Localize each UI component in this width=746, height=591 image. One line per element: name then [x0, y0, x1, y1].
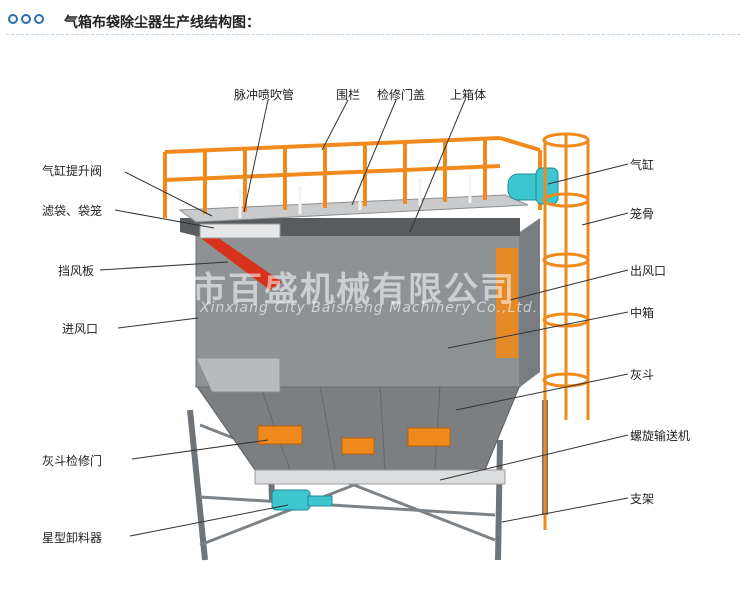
label-screw-conveyor: 螺旋输送机	[630, 429, 691, 443]
label-railing: 围栏	[336, 88, 361, 102]
leader-star-discharger	[129, 504, 289, 537]
filter-bag-area	[199, 223, 281, 239]
hopper-door	[407, 427, 451, 447]
bullet-dots-icon	[8, 14, 44, 28]
inlet-duct	[195, 357, 281, 393]
label-cylinder: 气缸	[630, 158, 655, 172]
screw-conveyor	[254, 469, 506, 485]
label-cylinder-lift-valve: 气缸提升阀	[42, 164, 103, 178]
hopper-body	[195, 384, 521, 471]
label-filter-bag: 滤袋、袋笼	[42, 204, 103, 218]
circle-icon	[8, 14, 18, 24]
label-support: 支架	[630, 492, 655, 506]
label-upper-box: 上箱体	[450, 88, 487, 102]
leader-outlet	[509, 269, 629, 301]
divider	[6, 34, 740, 35]
hopper-door	[341, 437, 375, 455]
leader-cylinder	[547, 163, 629, 185]
leader-railing	[321, 99, 349, 151]
leader-support	[501, 497, 629, 523]
pulse-pipes	[238, 175, 472, 218]
middle-box-side	[520, 218, 540, 387]
leader-filter-bag	[114, 209, 215, 229]
outlet-duct	[496, 248, 518, 358]
label-hopper: 灰斗	[630, 368, 655, 382]
leader-baffle	[99, 261, 229, 271]
page-title: 气箱布袋除尘器生产线结构图：	[64, 15, 260, 31]
label-hopper-door: 灰斗检修门	[42, 454, 103, 468]
cylinder	[507, 167, 559, 205]
hopper-door	[257, 425, 303, 445]
label-middle-box: 中箱	[630, 306, 655, 320]
support-leg	[495, 439, 503, 561]
leader-lines	[99, 99, 629, 537]
leader-pulse-pipe	[243, 99, 269, 213]
watermark-sub: Xinxiang City Baisheng Machinery Co.,Ltd…	[200, 300, 539, 316]
leader-middle-box	[447, 311, 629, 349]
brace	[199, 495, 496, 517]
label-star-discharger: 星型卸料器	[42, 531, 103, 545]
leader-cylinder-lift-valve	[124, 171, 213, 217]
label-outlet: 出风口	[630, 264, 667, 278]
label-access-door: 检修门盖	[377, 88, 426, 102]
label-pulse-pipe: 脉冲喷吹管	[234, 88, 295, 102]
circle-icon	[21, 14, 31, 24]
upper-box-top	[178, 194, 529, 223]
support-leg	[187, 409, 208, 561]
leader-access-door	[351, 99, 397, 206]
label-cage: 笼骨	[630, 207, 655, 221]
label-baffle: 挡风板	[58, 264, 95, 278]
hopper-doors	[257, 425, 451, 455]
leader-inlet	[117, 317, 199, 329]
baffle	[198, 232, 282, 290]
star-discharger	[271, 489, 333, 511]
leader-upper-box	[409, 99, 466, 233]
label-inlet: 进风口	[62, 322, 99, 336]
leader-hopper-door	[131, 439, 269, 460]
leader-hopper	[455, 373, 629, 411]
circle-icon	[34, 14, 44, 24]
leader-cage	[581, 212, 629, 226]
leader-screw-conveyor	[439, 434, 629, 481]
watermark: 新乡市百盛机械有限公司	[120, 270, 516, 310]
header: 气箱布袋除尘器生产线结构图：	[0, 0, 746, 40]
